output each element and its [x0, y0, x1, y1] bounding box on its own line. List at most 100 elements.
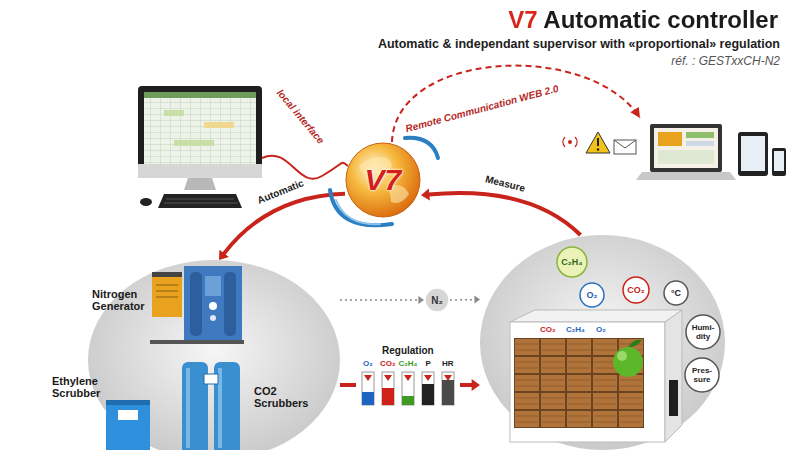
bubble-circle — [623, 277, 649, 303]
storage-room — [617, 351, 627, 361]
regulation-bars — [362, 372, 454, 405]
zone-ellipse — [480, 235, 725, 450]
alert-icons — [563, 137, 577, 147]
bubble-circle — [685, 358, 719, 392]
remote-link — [392, 66, 640, 142]
sensor-label: Pres-sure — [689, 366, 715, 384]
nitrogen-generator — [184, 266, 242, 340]
bubble-circle — [580, 283, 604, 307]
keyboard — [140, 198, 152, 206]
sensor-label: Humi-dity — [690, 323, 716, 341]
edge-label: Automatic — [253, 176, 306, 206]
sensor-bubble: O₂ — [579, 282, 605, 308]
storage-room — [510, 310, 682, 322]
regulation-bars — [362, 372, 374, 405]
keyboard — [140, 194, 242, 208]
regulation-panel: RegulationO₂CO₂C₂H₄PHR — [356, 345, 460, 407]
storage-room — [628, 340, 642, 347]
remote-devices — [658, 150, 714, 164]
sensor-tag: CO₂ — [540, 325, 556, 334]
co2-scrubbers — [186, 368, 190, 448]
remote-devices — [636, 172, 736, 180]
bar-label: C₂H₄ — [399, 359, 418, 368]
gas-bubble: N₂ — [424, 287, 450, 313]
remote-devices — [772, 148, 786, 176]
panel-heading: Regulation — [382, 345, 434, 356]
keyboard — [158, 194, 242, 208]
nitrogen-flow — [450, 296, 480, 304]
ethylene-scrubber — [106, 400, 150, 405]
globe-orbits — [330, 190, 392, 225]
remote-devices — [636, 124, 786, 180]
control-arrow — [219, 194, 345, 260]
connector-line — [340, 299, 419, 301]
regulation-bars — [364, 375, 372, 381]
sensor-label: °C — [671, 288, 681, 298]
nitrogen-generator — [156, 285, 178, 286]
remote-link — [630, 107, 640, 118]
computer-monitor — [144, 92, 256, 98]
local-interface-wire — [262, 156, 348, 179]
nitrogen-flow — [340, 296, 424, 304]
bar-label: P — [426, 359, 431, 368]
globe-orbits — [330, 138, 438, 225]
computer-monitor — [138, 86, 262, 178]
alert-icons — [586, 132, 610, 153]
globe-body — [346, 143, 420, 217]
ethylene-scrubber — [106, 400, 150, 450]
arrow-head — [219, 250, 229, 260]
alert-icons — [563, 132, 636, 154]
connector-line — [340, 383, 356, 387]
computer-monitor — [204, 122, 234, 128]
sensor-tag: C₂H₄ — [566, 325, 585, 334]
remote-devices — [650, 124, 722, 172]
keyboard — [164, 203, 238, 204]
regulation-bars — [424, 375, 432, 381]
computer-monitor — [174, 140, 214, 146]
computer-monitor — [184, 178, 216, 190]
remote-devices — [738, 132, 768, 176]
equipment-label: CO2 Scrubbers — [254, 385, 308, 409]
keyboard — [166, 199, 234, 200]
remote-devices — [658, 132, 682, 146]
regulation-bars — [422, 372, 434, 405]
sensor-bubble: Pres-sure — [684, 357, 720, 393]
equipment-label: Nitrogen Generator — [92, 288, 145, 312]
computer-monitor — [138, 164, 262, 178]
regulation-bars — [384, 375, 392, 381]
title: V7 Automatic controller — [508, 6, 778, 34]
regulation-bars — [422, 384, 434, 405]
nitrogen-generator — [152, 272, 182, 277]
regulation-bars — [402, 372, 414, 405]
nitrogen-generator — [209, 302, 217, 310]
regulation-bars — [402, 396, 414, 405]
nitrogen-generator — [224, 272, 236, 336]
sensor-bubble: Humi-dity — [685, 314, 721, 350]
nitrogen-generator — [152, 277, 182, 317]
co2-scrubbers — [182, 362, 208, 450]
alert-icons — [614, 140, 636, 148]
regulation-bars — [404, 375, 412, 381]
co2-scrubbers — [218, 368, 222, 448]
reference: réf. : GESTxxCH-N2 — [671, 54, 780, 68]
remote-devices — [686, 141, 714, 146]
remote-link — [392, 66, 640, 142]
bubble-circle — [664, 281, 688, 305]
local-interface-wire — [262, 156, 348, 179]
alert-icons — [597, 148, 599, 150]
bar-label: CO₂ — [380, 359, 396, 368]
sensor-label: CO₂ — [627, 285, 645, 295]
bar-label: HR — [442, 359, 454, 368]
link-label: Remote Communication WEB 2.0 — [404, 82, 559, 133]
connector-line — [460, 383, 473, 387]
edge-label: Measure — [482, 172, 528, 193]
regulation-bars — [442, 380, 454, 405]
globe-orbits — [336, 200, 380, 224]
storage-room-zone: CO₂C₂H₄O₂C₂H₄O₂CO₂°CHumi-dityPres-sure — [480, 235, 725, 450]
storage-room — [510, 310, 682, 442]
storage-room — [669, 380, 678, 416]
co2-scrubbers — [214, 362, 240, 450]
equipment-zone: Nitrogen GeneratorEthylene ScrubberCO2 S… — [88, 260, 340, 450]
remote-devices — [686, 132, 714, 138]
globe-label: V7 — [365, 163, 402, 197]
